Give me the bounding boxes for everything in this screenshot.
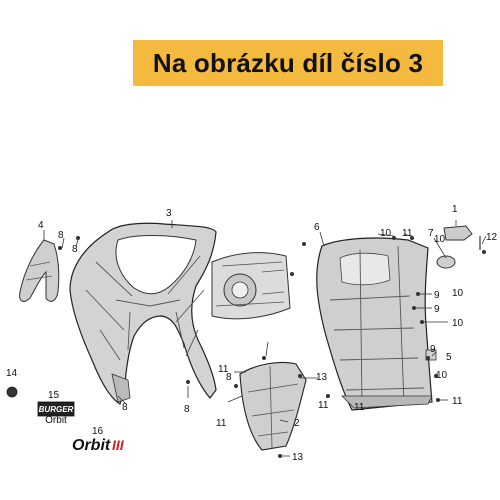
callout-3: 3: [166, 208, 172, 219]
leader-lines: [43, 220, 487, 457]
part-2-inner-cover: [239, 361, 307, 451]
badge-logo-subtext: Orbit: [45, 415, 67, 426]
callout-2: 2: [294, 418, 300, 429]
callout-7: 7: [428, 228, 434, 239]
callout-11e: 11: [452, 396, 463, 407]
callout-10c: 10: [452, 318, 464, 329]
part-7-cap: [436, 255, 456, 269]
callout-9c: 9: [430, 344, 436, 355]
callout-11a: 11: [402, 228, 413, 239]
headlight-assembly: [211, 252, 291, 320]
callout-13b: 13: [292, 452, 304, 463]
callout-9a: 9: [434, 290, 440, 301]
part-number-banner: Na obrázku díl číslo 3: [133, 40, 443, 86]
callout-8b: 8: [72, 244, 78, 255]
callout-6: 6: [314, 222, 320, 233]
part-14-emblem: [6, 386, 18, 398]
callout-8c: 8: [184, 404, 190, 415]
orbit-logo-mark: III: [112, 437, 125, 453]
part-15-badge: BURGER Orbit: [37, 401, 75, 426]
callout-1: 1: [452, 204, 458, 215]
orbit-logo-text: Orbit: [72, 437, 111, 454]
part-6-inner-panel: [316, 237, 433, 411]
part-1-bracket: [443, 225, 473, 241]
callout-10b: 10: [434, 234, 446, 245]
callout-labels: 1 2 3 4 5 6 7 8 8 8 8 8 9 9 9 10 10 10 1…: [6, 204, 498, 463]
callout-8a: 8: [58, 230, 64, 241]
callout-11c: 11: [216, 418, 227, 429]
callout-9b: 9: [434, 304, 440, 315]
part-3-front-shield: [69, 222, 217, 405]
callout-11f: 11: [354, 402, 365, 413]
banner-text: Na obrázku díl číslo 3: [152, 47, 424, 78]
part-5-clip: [425, 349, 437, 361]
callout-10d: 10: [436, 370, 448, 381]
callout-13a: 13: [316, 372, 328, 383]
part-4-side-trim: [19, 239, 60, 302]
callout-5: 5: [446, 352, 452, 363]
callout-10e: 10: [452, 288, 464, 299]
callout-11d: 11: [318, 400, 329, 411]
fasteners: [58, 236, 486, 458]
callout-8e: 8: [226, 372, 232, 383]
part-16-orbit-logo: Orbit III: [72, 437, 125, 454]
callout-4: 4: [38, 220, 44, 231]
callout-16: 16: [92, 426, 104, 437]
callout-12: 12: [486, 232, 498, 243]
callout-14: 14: [6, 368, 18, 379]
callout-15: 15: [48, 390, 60, 401]
callout-11b: 11: [218, 364, 229, 375]
callout-8d: 8: [122, 402, 128, 413]
callout-10a: 10: [380, 228, 392, 239]
badge-logo-text: BURGER: [39, 405, 74, 414]
